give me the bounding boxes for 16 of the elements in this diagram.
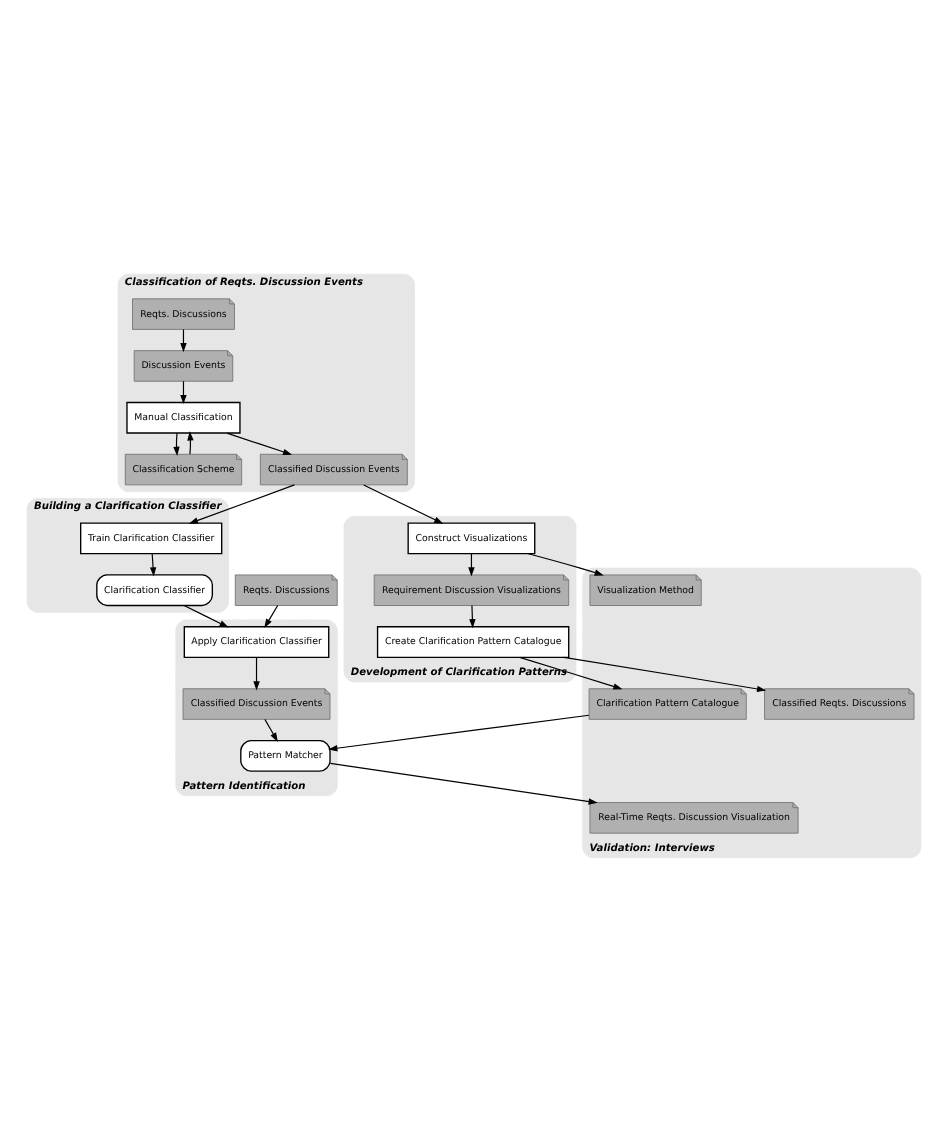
arrow <box>183 603 229 627</box>
arrow <box>264 717 278 741</box>
arrow <box>527 552 604 575</box>
arrow <box>363 483 444 523</box>
arrow <box>519 655 623 689</box>
arrow <box>469 603 476 628</box>
arrow <box>187 430 194 454</box>
arrow <box>173 431 180 455</box>
arrow <box>264 603 279 628</box>
arrow <box>253 655 260 690</box>
arrow <box>329 761 598 804</box>
arrow <box>226 431 293 454</box>
arrow <box>563 655 767 692</box>
arrow <box>328 713 590 751</box>
arrow <box>188 483 295 523</box>
arrow <box>149 552 157 576</box>
